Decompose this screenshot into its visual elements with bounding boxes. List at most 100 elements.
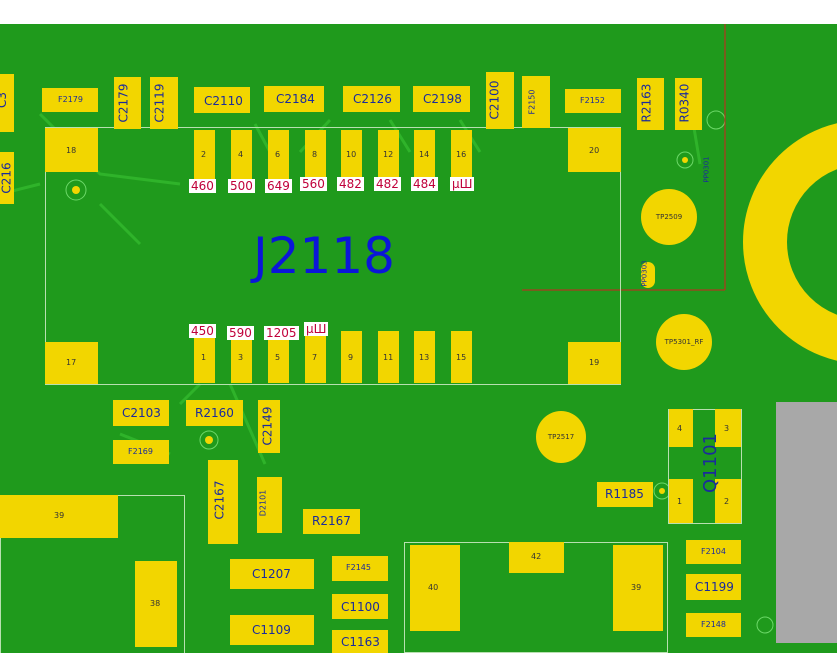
- connector-pin: 15: [451, 331, 472, 383]
- measurement-label: µШ: [304, 322, 329, 336]
- component-c2198: [413, 86, 470, 112]
- connector-pin: 9: [341, 331, 362, 383]
- via: [659, 488, 665, 494]
- pin-label: 1: [201, 353, 207, 362]
- pin-label: 39: [54, 511, 65, 520]
- test-point-label: TP2517: [547, 433, 575, 441]
- connector-pin: 2: [194, 130, 215, 182]
- component-left-top: [0, 74, 14, 132]
- connector-pin: 10: [341, 130, 362, 182]
- component-f2148: [686, 613, 741, 637]
- measurement-label: 484: [411, 177, 438, 191]
- component-label: R2167: [312, 514, 351, 528]
- component-c1207: [230, 559, 314, 589]
- component-c2110: [194, 87, 250, 113]
- pin-label: 20: [589, 146, 600, 155]
- measurement-label: µШ: [450, 177, 475, 191]
- connector-pin: 11: [378, 331, 399, 383]
- component-label: C1109: [252, 623, 291, 637]
- pin-label: 4: [677, 424, 683, 433]
- q1101-pin-3: 3: [715, 409, 741, 447]
- q1101-outline: [668, 409, 742, 524]
- connector-title: J2118: [253, 227, 395, 285]
- component-label: C1207: [252, 567, 291, 581]
- measurement-label: 482: [374, 177, 401, 191]
- component-f2104: [686, 540, 741, 564]
- component-label: C2149: [260, 406, 275, 446]
- connector-pad-18: 18: [45, 128, 98, 172]
- test-point-tp2509: TP2509: [641, 189, 697, 245]
- component-f2150: [522, 76, 550, 128]
- pin-label: 8: [312, 150, 318, 159]
- component-label: PP0301: [702, 156, 711, 183]
- component-f2179: [42, 88, 98, 112]
- component-label: D2101: [258, 489, 268, 517]
- component-label: R2163: [639, 83, 654, 123]
- q1101-pin-2: 2: [715, 479, 741, 523]
- connector-pin: 4: [231, 130, 252, 182]
- pin-label: 4: [238, 150, 244, 159]
- pin-label: 19: [589, 358, 600, 367]
- component-c2167: [208, 460, 238, 544]
- component-c1199: [686, 574, 741, 600]
- component-label: PP0303: [640, 260, 649, 287]
- connector-pad-20: 20: [568, 128, 621, 172]
- component-f2169: [113, 440, 169, 464]
- pin-label: 15: [456, 353, 467, 362]
- connector-pin: 13: [414, 331, 435, 383]
- pin-label: 6: [275, 150, 281, 159]
- test-point-tp2517: TP2517: [536, 411, 586, 463]
- component-c2119: [150, 77, 178, 129]
- component-label: F2150: [527, 89, 537, 115]
- component-r1185: [597, 482, 653, 507]
- component-r0340: [675, 78, 702, 130]
- connector-pin: 7: [305, 331, 326, 383]
- component-label: C3: [0, 91, 10, 109]
- pad-39-right: 39: [613, 545, 663, 631]
- connector-pad-19: 19: [568, 342, 621, 384]
- component-c2126: [343, 86, 400, 112]
- pin-label: 3: [724, 424, 730, 433]
- component-label: F2169: [128, 447, 153, 456]
- connector-outline: [45, 127, 621, 385]
- pcb-board: J2118 18 20 17 19 2 4 6 8 10 12 14 16 1 …: [0, 24, 837, 653]
- measurement-label: 450: [189, 324, 216, 338]
- measurement-label: 500: [228, 179, 255, 193]
- test-point-tp5301: TP5301_RF: [656, 314, 712, 370]
- connector-pin: 6: [268, 130, 289, 182]
- pin-label: 16: [456, 150, 467, 159]
- shield-area: [776, 402, 837, 643]
- component-c1109: [230, 615, 314, 645]
- via: [205, 436, 213, 444]
- component-label: C2110: [204, 94, 243, 108]
- component-label: C2184: [276, 92, 315, 106]
- connector-pin: 14: [414, 130, 435, 182]
- component-label: F2104: [701, 547, 726, 556]
- component-label: C1163: [341, 635, 380, 649]
- component-label: R1185: [605, 487, 644, 501]
- component-d2101: [257, 477, 282, 533]
- component-label: R2160: [195, 406, 234, 420]
- via: [682, 157, 688, 163]
- component-label: F2179: [58, 95, 83, 104]
- pin-label: 18: [66, 146, 77, 155]
- component-r2163: [637, 78, 664, 130]
- pin-label: 38: [150, 599, 161, 608]
- test-point-pp0303: [641, 262, 655, 288]
- measurement-label: 649: [265, 179, 292, 193]
- pad-39-left: 39: [0, 495, 118, 538]
- component-label: C2100: [487, 80, 502, 120]
- component-label: C2103: [122, 406, 161, 420]
- component-label: C2198: [423, 92, 462, 106]
- connector-pad-17: 17: [45, 342, 98, 384]
- component-c2103: [113, 400, 169, 426]
- component-c2100: [486, 72, 514, 129]
- component-f2145: [332, 556, 388, 581]
- component-c1163: [332, 630, 388, 653]
- pin-label: 13: [419, 353, 430, 362]
- component-label: C1100: [341, 600, 380, 614]
- mounting-ring: [743, 123, 837, 361]
- connector-pin: 16: [451, 130, 472, 182]
- pad-42: 42: [509, 542, 564, 573]
- component-c1100: [332, 594, 388, 619]
